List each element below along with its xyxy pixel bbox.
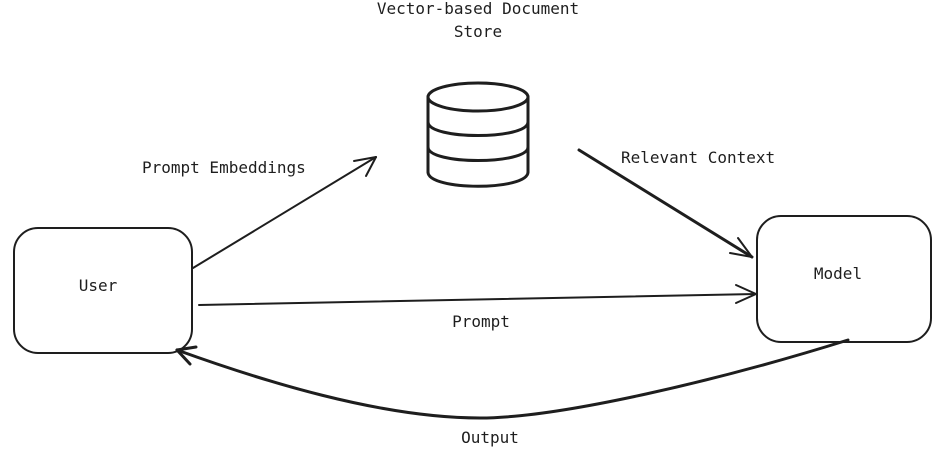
store-title-line2: Store [454, 22, 502, 41]
output-label: Output [461, 428, 519, 447]
relevant-context-label: Relevant Context [621, 148, 775, 167]
prompt-label: Prompt [452, 312, 510, 331]
database-icon [426, 81, 530, 188]
user-node-label: User [79, 276, 118, 295]
relevant-context-arrow [577, 148, 754, 259]
prompt-arrow [198, 284, 757, 306]
user-node[interactable]: User [13, 227, 193, 354]
prompt-embeddings-label: Prompt Embeddings [142, 158, 306, 177]
output-arrow [175, 338, 850, 420]
prompt-embeddings-arrow [192, 156, 377, 269]
model-node-label: Model [814, 264, 862, 283]
store-title-line1: Vector-based Document [377, 0, 579, 18]
model-node[interactable]: Model [756, 215, 932, 343]
